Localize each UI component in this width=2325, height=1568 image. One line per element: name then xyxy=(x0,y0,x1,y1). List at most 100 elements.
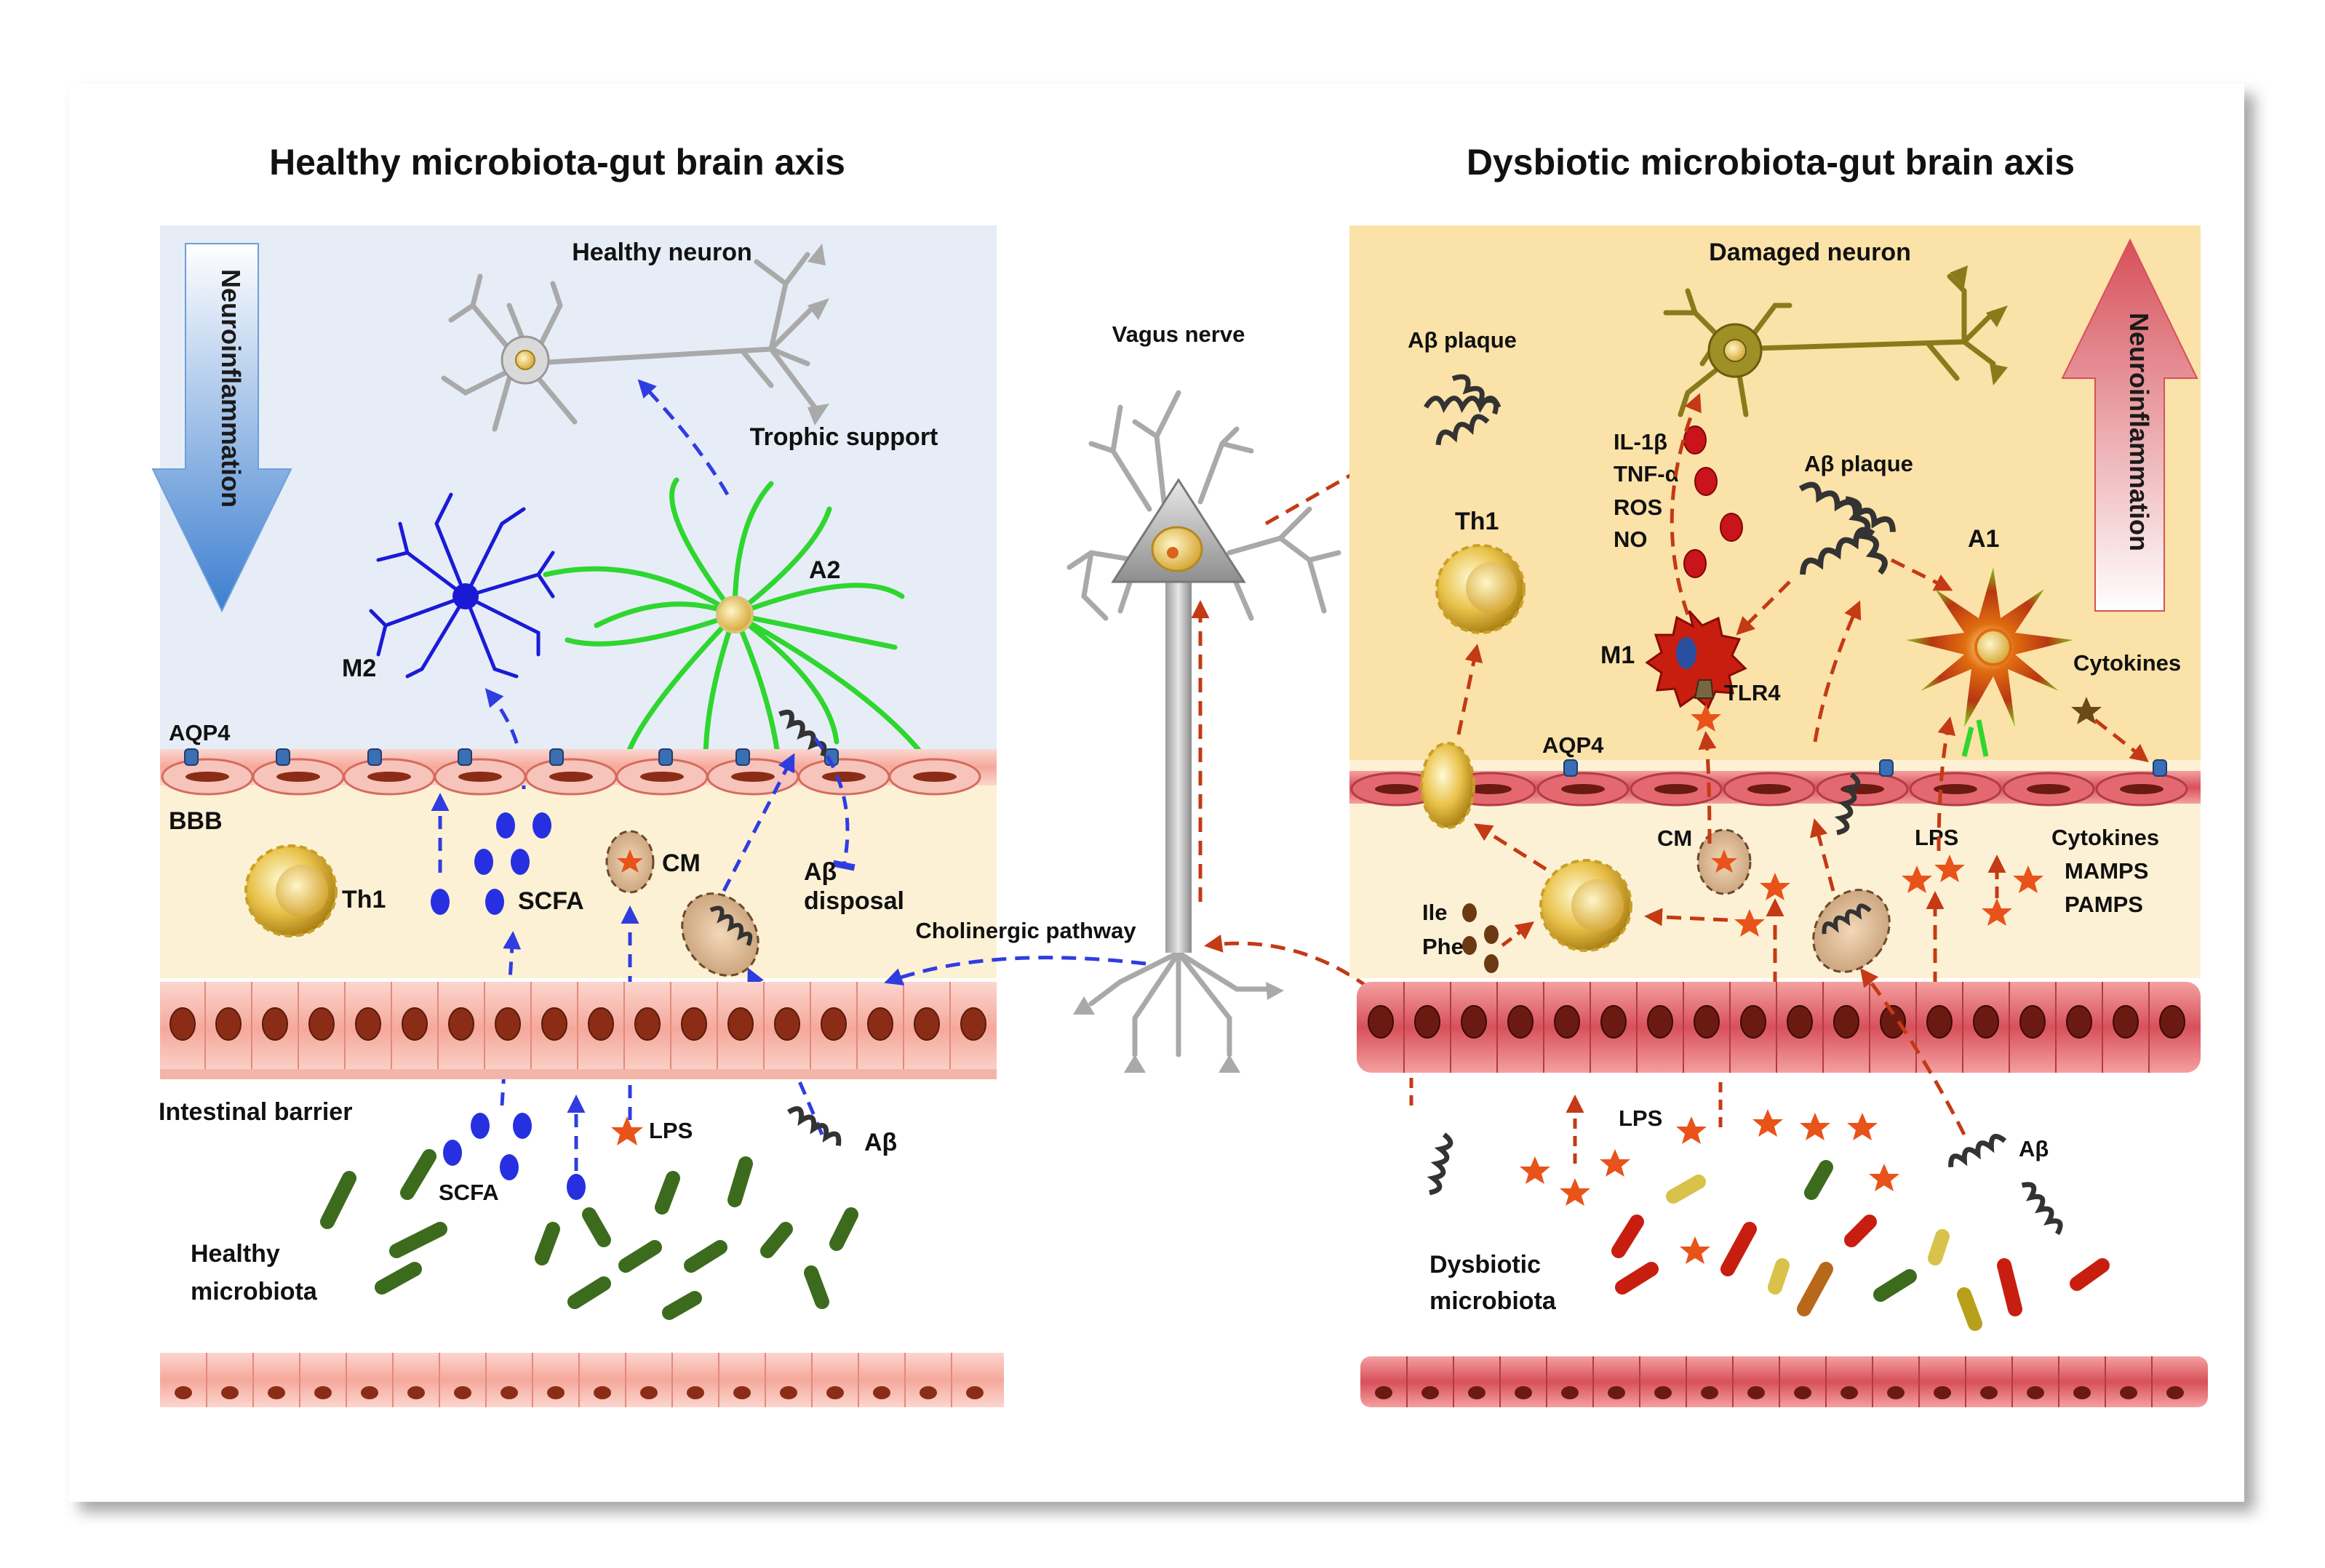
cm-label-dysbiotic: CM xyxy=(1657,825,1692,851)
tlr4-receptor xyxy=(1694,679,1715,699)
abeta-label-dysbiotic: Aβ xyxy=(2019,1136,2049,1161)
cytokine-star xyxy=(2071,697,2102,724)
abeta-coil-bbb-dysbiotic xyxy=(1834,772,1861,836)
dysbiotic-microbiota-label-1: Dysbiotic xyxy=(1429,1251,1541,1279)
neuroinflammation-label-dysbiotic: Neuroinflammation xyxy=(2124,313,2154,551)
damaged-neuron-label: Damaged neuron xyxy=(1709,239,1911,266)
bbb-to-m1-arrow xyxy=(1698,731,1717,844)
lps-star-healthy xyxy=(611,1116,643,1145)
bbb-label: BBB xyxy=(169,807,223,835)
abeta-coil-lumen-right-2 xyxy=(2021,1182,2063,1236)
nerve-terminal xyxy=(1219,1055,1240,1073)
m2-soma xyxy=(452,583,479,609)
a2-soma xyxy=(716,596,754,633)
neuroinflammation-up-arrow xyxy=(2061,238,2198,612)
abeta-vesicle-to-bbb-arrow xyxy=(722,753,795,892)
healthy-microbiota-label-2: microbiota xyxy=(191,1278,318,1305)
lps-label-healthy: LPS xyxy=(649,1118,693,1143)
abeta-coil-vesicle-dysbiotic xyxy=(1822,903,1872,935)
healthy-title: Healthy microbiota-gut brain axis xyxy=(269,142,845,183)
m1-label: M1 xyxy=(1600,641,1635,669)
a1-endfoot xyxy=(1961,719,1989,757)
plaque-to-m1-arrow xyxy=(1736,580,1791,636)
intestinal-barrier-label: Intestinal barrier xyxy=(159,1098,352,1126)
a1-label: A1 xyxy=(1968,525,1999,553)
damaged-neuron-nucleus xyxy=(1723,339,1747,362)
abeta-plaque-mid-label: Aβ plaque xyxy=(1804,451,1913,476)
amino-acids xyxy=(1462,903,1499,973)
scfa-label-bbb: SCFA xyxy=(518,887,584,915)
th1-nucleus xyxy=(1466,562,1517,613)
healthy-bacteria xyxy=(320,1149,858,1320)
abeta-coil-lumen-left xyxy=(1427,1132,1453,1196)
a1-soma xyxy=(1974,628,2012,666)
th1-label-healthy: Th1 xyxy=(342,886,386,913)
th1-nucleus xyxy=(1571,879,1624,932)
healthy-microbiota-label-1: Healthy xyxy=(191,1240,280,1268)
th1-nucleus xyxy=(276,865,328,917)
lps-to-th1-arrow xyxy=(1644,908,1728,927)
il1b-label: IL-1β xyxy=(1614,429,1667,455)
abeta-coil-lumen-healthy xyxy=(787,1105,842,1146)
m2-label: M2 xyxy=(342,655,376,682)
abeta-lumen-up-arrow xyxy=(1859,968,1966,1136)
axon-terminal xyxy=(1986,305,2008,327)
abeta-vesicle-dysbiotic xyxy=(1812,889,1891,973)
axon-terminal xyxy=(807,404,829,425)
aqp4-channels-dysbiotic xyxy=(1563,759,2167,777)
axon-terminal xyxy=(1990,364,2008,385)
cholinergic-pathway-label: Cholinergic pathway xyxy=(915,918,1136,943)
healthy-neuron-label: Healthy neuron xyxy=(572,239,751,266)
cytokines-top-label: Cytokines xyxy=(2073,650,2181,676)
axon-terminal xyxy=(1950,265,1968,287)
abeta-plaque-top xyxy=(1423,374,1502,446)
th1-label-dysbiotic: Th1 xyxy=(1455,508,1499,535)
lps-label-lumen: LPS xyxy=(1619,1105,1662,1131)
nerve-terminal xyxy=(1266,982,1284,1000)
m2-microglia xyxy=(369,492,555,679)
dysbiotic-lower-epithelium xyxy=(1360,1356,2208,1407)
abeta-bbb-to-plaque-arrow xyxy=(1813,600,1862,743)
ros-label: ROS xyxy=(1614,495,1662,520)
no-label: NO xyxy=(1614,527,1648,552)
mamps-label: MAMPS xyxy=(2065,858,2148,884)
abeta-coil-lumen-right-1 xyxy=(1948,1134,2007,1168)
abeta-disposal-label-2: disposal xyxy=(804,887,904,915)
vagus-axon xyxy=(1165,575,1192,953)
neuroinflammation-label-healthy: Neuroinflammation xyxy=(216,269,246,508)
healthy-lower-epithelium xyxy=(160,1353,1004,1407)
tlr4-lps-star xyxy=(1691,704,1721,732)
cm-lps-star xyxy=(617,849,643,873)
healthy-bbb-endothelium xyxy=(160,749,997,796)
scfa-label-lumen: SCFA xyxy=(439,1180,499,1205)
abeta-plaque-mid xyxy=(1798,481,1896,575)
dysbiotic-bbb-endothelium xyxy=(1349,771,2201,807)
lps-label-bbb: LPS xyxy=(1915,825,1958,850)
healthy-panel: Neuroinflammation Healthy neuron Trophic… xyxy=(151,225,1004,1407)
aqp4-channels-healthy xyxy=(184,748,839,766)
vagus-nerve-label: Vagus nerve xyxy=(1112,321,1245,347)
amino-acids-to-th1-arrow xyxy=(1501,921,1534,947)
pamps-label: PAMPS xyxy=(2065,892,2143,917)
lps-stars-lumen xyxy=(1520,1109,1899,1264)
healthy-neuron-nucleus xyxy=(515,350,535,370)
m1-nucleus xyxy=(1676,637,1696,669)
inflammatory-mediators xyxy=(1683,425,1743,578)
nerve-terminal xyxy=(1073,996,1095,1015)
th1-to-bbb-arrow xyxy=(1473,823,1547,871)
healthy-intestinal-barrier xyxy=(160,982,997,1079)
aqp4-label-healthy: AQP4 xyxy=(169,720,231,745)
healthy-brain-region xyxy=(160,225,997,760)
dysbiotic-bacteria xyxy=(1611,1160,2110,1331)
scfa-molecules-lumen xyxy=(443,1113,586,1200)
abeta-vesicle-up-arrow xyxy=(1810,818,1835,892)
lps-to-a1-arrow xyxy=(1937,716,1956,852)
dysbiotic-intestinal-barrier xyxy=(1357,982,2201,1073)
th1-crossing-bbb xyxy=(1420,742,1475,829)
cytokines-label: Cytokines xyxy=(2051,825,2159,850)
abeta-disposal-label-1: Aβ xyxy=(804,858,837,886)
cm-lps-star xyxy=(1711,849,1737,873)
abeta-disposal-arrow xyxy=(813,737,856,871)
damaged-neuron xyxy=(1663,273,1996,417)
